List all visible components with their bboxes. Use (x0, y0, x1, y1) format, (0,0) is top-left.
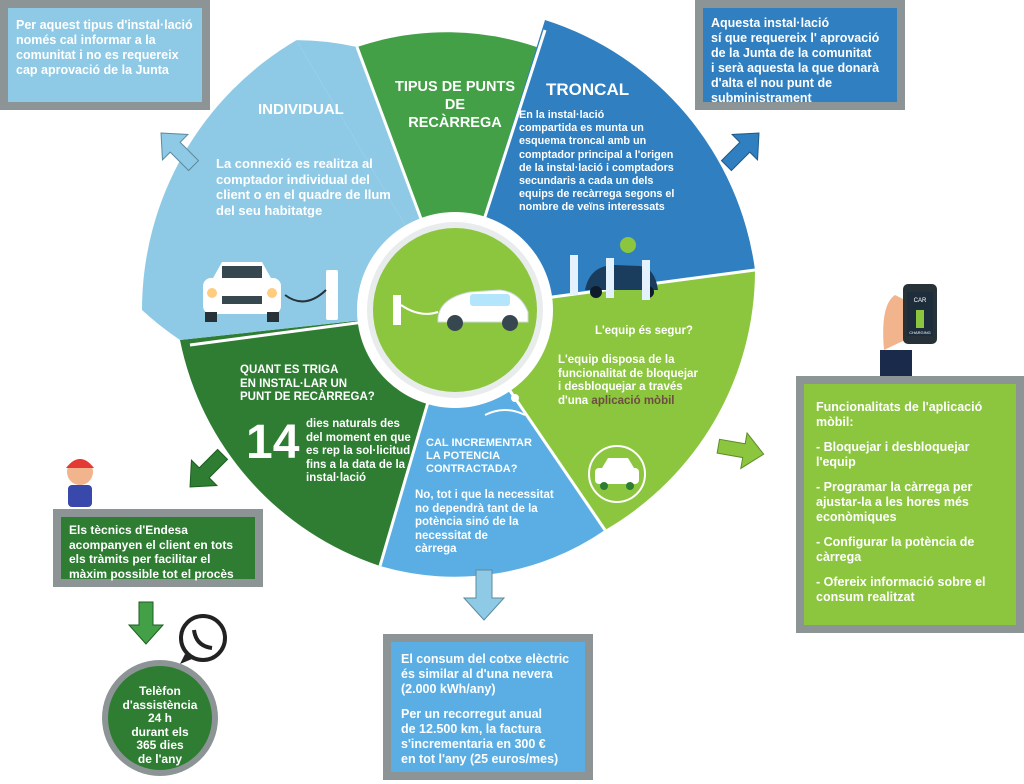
charging-car-icon (588, 445, 646, 503)
individual-car-icon (203, 262, 338, 322)
center-car-icon (393, 289, 529, 331)
consumption-text-2: Per un recorregut anual de 12.500 km, la… (401, 707, 559, 766)
arrow-up-right-icon (720, 132, 760, 172)
troncal-text: En la instal·lació compartida es munta u… (519, 109, 675, 214)
app-feature-item: - Programar la càrrega per ajustar-la a … (816, 480, 973, 524)
safety-text-body: L'equip disposa de la funcionalitat de b… (558, 354, 698, 407)
power-text: No, tot i que la necessitat no dependrà … (415, 489, 554, 555)
app-feature-item: - Configurar la potència de càrrega (816, 535, 975, 564)
box-top-right-text: Aquesta instal·lació sí que requereix l'… (711, 16, 880, 105)
sector-individual (141, 40, 455, 310)
troncal-heading: TRONCAL (546, 80, 630, 99)
wave-icon (484, 394, 526, 416)
phone-hand-icon: CAR CHARGING (880, 284, 937, 376)
arrow-down-left-icon (189, 448, 229, 488)
power-question: CAL INCREMENTAR LA POTENCIA CONTRACTADA? (426, 437, 532, 475)
arrow-down-icon (462, 569, 506, 621)
phone-screen-line2: CHARGING (909, 330, 931, 335)
safety-text: L'equip disposa de la funcionalitat de b… (558, 354, 698, 408)
box-app-features: Funcionalitats de l'aplicació mòbil: - B… (796, 376, 1024, 633)
box-top-left: Per aquest tipus d'instal·lació només ca… (0, 0, 210, 110)
app-link[interactable]: aplicació mòbil (591, 394, 675, 407)
box-top-right: Aquesta instal·lació sí que requereix l'… (695, 0, 905, 110)
safety-question: L'equip és segur? (595, 325, 693, 337)
sector-tipus (357, 32, 545, 311)
center-title: TIPUS DE PUNTS DE RECÀRREGA (394, 79, 516, 131)
box-technicians-text: Els tècnics d'Endesa acompanyen el clien… (69, 523, 234, 581)
arrow-up-left-icon (160, 132, 200, 172)
box-consumption: El consum del cotxe elèctric és similar … (383, 634, 593, 780)
technician-icon (66, 459, 94, 507)
app-feature-item: - Ofereix informació sobre el consum rea… (816, 575, 986, 604)
install-text: dies naturals des del moment en que es r… (306, 418, 411, 484)
app-feature-item: - Bloquejar i desbloquejar l'equip (816, 440, 970, 469)
arrow-right-icon (716, 431, 765, 470)
arrow-down-green-icon (127, 601, 165, 645)
whatsapp-icon (179, 614, 227, 664)
phone-assistance-text: Telèfon d'assistència 24 h durant els 36… (122, 684, 198, 766)
individual-heading: INDIVIDUAL (258, 101, 344, 118)
phone-screen-line1: CAR (914, 298, 927, 304)
consumption-text-1: El consum del cotxe elèctric és similar … (401, 652, 570, 696)
box-top-left-text: Per aquest tipus d'instal·lació només ca… (16, 18, 193, 77)
individual-text: La connexió es realitza al comptador ind… (216, 156, 391, 218)
phone-assistance-circle: Telèfon d'assistència 24 h durant els 36… (102, 660, 218, 776)
app-features-title: Funcionalitats de l'aplicació mòbil: (816, 400, 983, 429)
box-technicians: Els tècnics d'Endesa acompanyen el clien… (53, 509, 263, 587)
install-question: QUANT ES TRIGA EN INSTAL·LAR UN PUNT DE … (240, 364, 375, 403)
install-days-number: 14 (246, 416, 300, 469)
troncal-people-icon (570, 237, 658, 300)
sector-troncal (455, 20, 755, 310)
